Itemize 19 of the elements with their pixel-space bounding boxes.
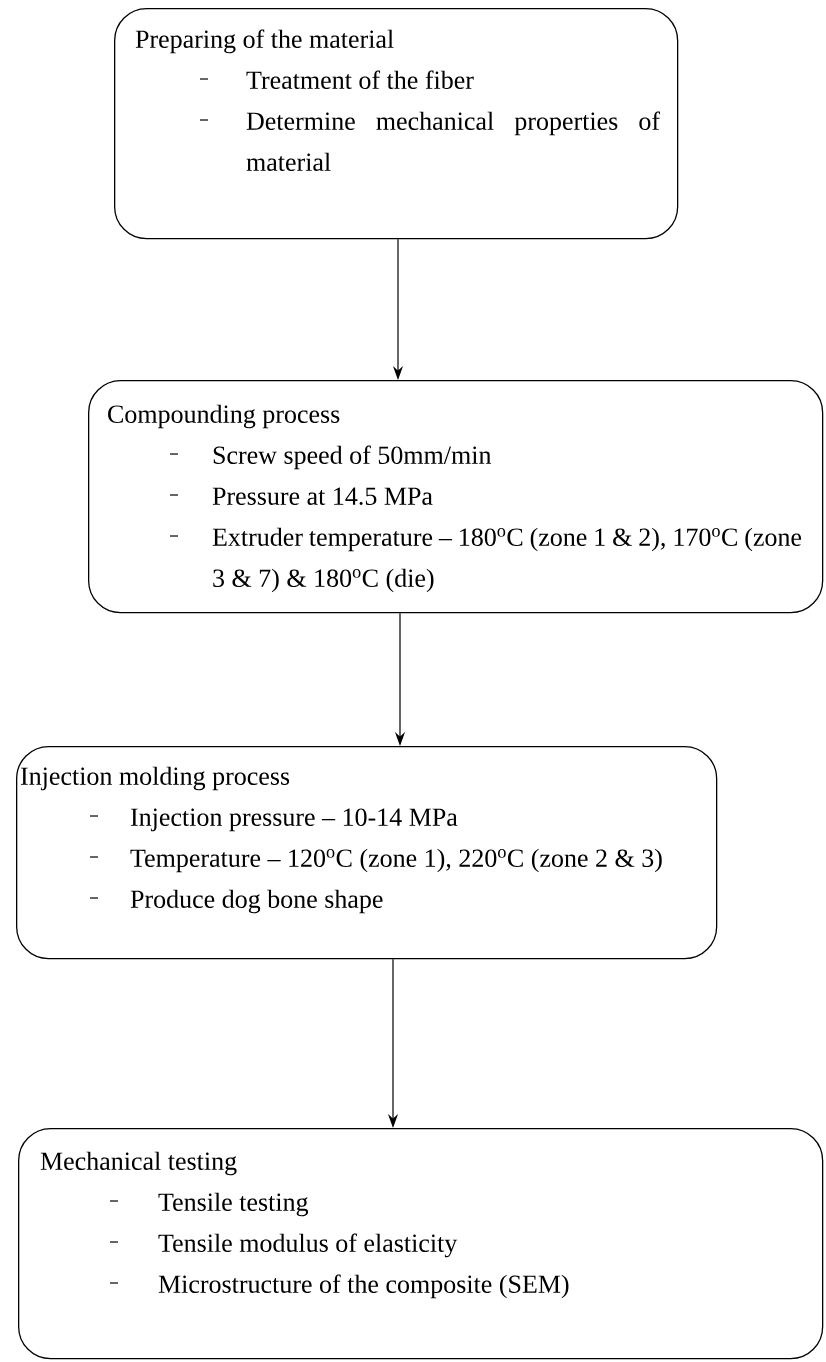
list-item: Microstructure of the composite (SEM)	[158, 1274, 569, 1299]
list-item: Pressure at 14.5 MPa	[212, 487, 433, 506]
list-item: Tensile modulus of elasticity	[158, 1233, 458, 1258]
list-item: Screw speed of 50mm/min	[213, 445, 492, 470]
list-item: Injection pressure – 10-14 MPa	[130, 808, 458, 832]
heading-text: Compounding process	[108, 404, 340, 429]
heading-text: Preparing of the material	[135, 29, 394, 54]
list-item: Temperature – 120$^{o}$C (zone 1), 220$^{o}$C (zone 2 & 3)	[130, 848, 662, 873]
heading-text: Mechanical testing	[40, 1151, 237, 1176]
list-item: Tensile testing	[158, 1192, 309, 1217]
list-item: Extruder temperature – 180$^{o}$C (zone 1 & 2), 170$^{o}$C (zone 3 & 7) & 180$^{o}$C (die)	[212, 527, 802, 593]
heading-text: Injection molding process	[20, 766, 290, 791]
list-item: Produce dog bone shape	[130, 889, 383, 914]
process-box	[18, 1128, 824, 1360]
list-item: Treatment of the fiber	[246, 70, 474, 89]
process-box	[16, 746, 718, 960]
process-box	[114, 8, 679, 240]
process-box	[88, 380, 824, 614]
list-item: Determine mechanical properties of material	[246, 111, 661, 171]
